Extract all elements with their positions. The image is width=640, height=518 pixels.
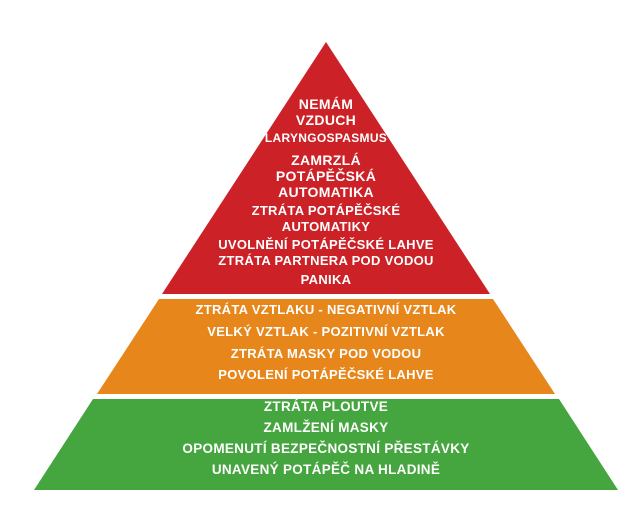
pyramid-line: ZAMRZLÁ: [291, 152, 361, 168]
pyramid-line: ZAMLŽENÍ MASKY: [263, 420, 389, 435]
pyramid-line: VELKÝ VZTLAK - POZITIVNÍ VZTLAK: [207, 324, 445, 339]
pyramid-line: NEMÁM: [298, 96, 354, 112]
pyramid-line: ZTRÁTA POTÁPĚČSKÉ: [251, 203, 401, 218]
pyramid-line: VZDUCH: [295, 112, 357, 128]
pyramid-line: UVOLNĚNÍ POTÁPĚČSKÉ LAHVE: [218, 237, 434, 252]
pyramid-line: ZTRÁTA MASKY POD VODOU: [230, 346, 422, 361]
pyramid-line: LARYNGOSPASMUS: [264, 131, 388, 145]
pyramid-line: POTÁPĚČSKÁ: [275, 168, 377, 184]
pyramid-line: ZTRÁTA PARTNERA POD VODOU: [218, 253, 434, 268]
pyramid-line: ZTRÁTA PLOUTVE: [263, 399, 389, 414]
pyramid-line: AUTOMATIKY: [281, 219, 371, 234]
pyramid-line: OPOMENUTÍ BEZPEČNOSTNÍ PŘESTÁVKY: [182, 441, 470, 456]
pyramid-line: ZTRÁTA VZTLAKU - NEGATIVNÍ VZTLAK: [195, 302, 457, 317]
pyramid-line: POVOLENÍ POTÁPĚČSKÉ LAHVE: [218, 367, 434, 382]
pyramid-line: AUTOMATIKA: [278, 184, 374, 200]
pyramid-line: PANIKA: [300, 272, 352, 287]
pyramid-line: UNAVENÝ POTÁPĚČ NA HLADINĚ: [211, 462, 441, 477]
